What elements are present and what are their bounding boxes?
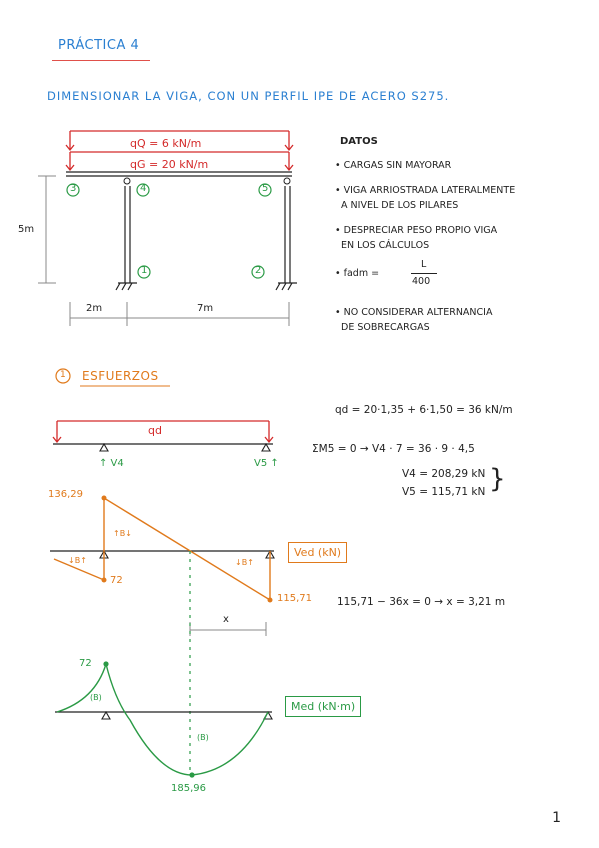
load-g-block — [65, 151, 294, 172]
eq-v4: V4 = 208,29 kN — [402, 468, 486, 480]
pin-node-4 — [123, 177, 131, 185]
load-q-block — [65, 130, 294, 152]
shear-sign-mid: ↑B↓ — [113, 529, 132, 538]
x-label: x — [223, 614, 229, 625]
eq-moment: ΣM5 = 0 → V4 · 7 = 36 · 9 · 4,5 — [312, 443, 475, 455]
datos-item: • VIGA ARRIOSTRADA LATERALMENTE A NIVEL … — [335, 185, 516, 211]
span-left-label: 2m — [86, 303, 103, 314]
load-q-label: qQ = 6 kN/m — [130, 137, 202, 150]
load-qd-block — [52, 420, 274, 444]
column-right — [275, 186, 297, 291]
shear-sign-left: ↓B↑ — [68, 556, 87, 565]
shear-sign-right: ↓B↑ — [235, 558, 254, 567]
load-g-label: qG = 20 kN/m — [130, 158, 209, 171]
moment-peak-value: 72 — [79, 658, 92, 669]
shear-diagram-label: Ved (kN) — [288, 542, 348, 563]
support-2-label: 2 — [255, 265, 262, 276]
moment-sign-sag: (B) — [197, 733, 209, 742]
node-4-label: 4 — [140, 183, 147, 194]
node-3-label: 3 — [70, 183, 77, 194]
shear-line — [53, 496, 271, 602]
height-dimension — [38, 175, 56, 284]
moment-curve — [56, 661, 269, 776]
support-4 — [99, 442, 109, 452]
title-underline — [52, 60, 150, 61]
shear-value-right: 115,71 — [277, 593, 312, 604]
beam — [66, 171, 292, 177]
span-dimension — [69, 302, 290, 326]
brace: } — [489, 464, 506, 494]
section-number: 1 — [60, 370, 66, 380]
fadm-numerator: L — [421, 259, 427, 270]
height-label: 5m — [18, 224, 35, 235]
pin-node-5 — [283, 177, 291, 185]
moment-diagram-label: Med (kN·m) — [285, 696, 362, 717]
v4-label: ↑ V4 — [99, 458, 124, 469]
datos-item: • NO CONSIDERAR ALTERNANCIA DE SOBRECARG… — [335, 307, 493, 333]
support-1-label: 1 — [141, 265, 148, 276]
eq-qd: qd = 20·1,35 + 6·1,50 = 36 kN/m — [335, 404, 513, 416]
datos-item: • CARGAS SIN MAYORAR — [335, 160, 452, 171]
moment-sign-hog: (B) — [90, 693, 102, 702]
shear-value-top: 136,29 — [48, 489, 83, 500]
datos-heading: DATOS — [340, 136, 378, 147]
shear-value-left: 72 — [110, 575, 123, 586]
node-5-label: 5 — [262, 183, 269, 194]
span-right-label: 7m — [197, 303, 214, 314]
v5-label: V5 ↑ — [254, 458, 279, 469]
eq-x: 115,71 − 36x = 0 → x = 3,21 m — [337, 596, 506, 608]
eq-v5: V5 = 115,71 kN — [402, 486, 486, 498]
fadm-denominator: 400 — [412, 276, 431, 287]
column-left — [115, 186, 137, 291]
moment-min-value: 185,96 — [171, 783, 206, 794]
support-5 — [261, 442, 271, 452]
page-number: 1 — [552, 810, 561, 826]
qd-label: qd — [148, 424, 162, 437]
fadm-label: • fadm = — [335, 268, 380, 279]
fadm-fraction-bar — [411, 273, 437, 274]
problem-statement: DIMENSIONAR LA VIGA, CON UN PERFIL IPE D… — [47, 89, 450, 103]
datos-item: • DESPRECIAR PESO PROPIO VIGA EN LOS CÁL… — [335, 225, 498, 251]
section-title: ESFUERZOS — [82, 369, 159, 383]
page-title: PRÁCTICA 4 — [58, 38, 140, 53]
